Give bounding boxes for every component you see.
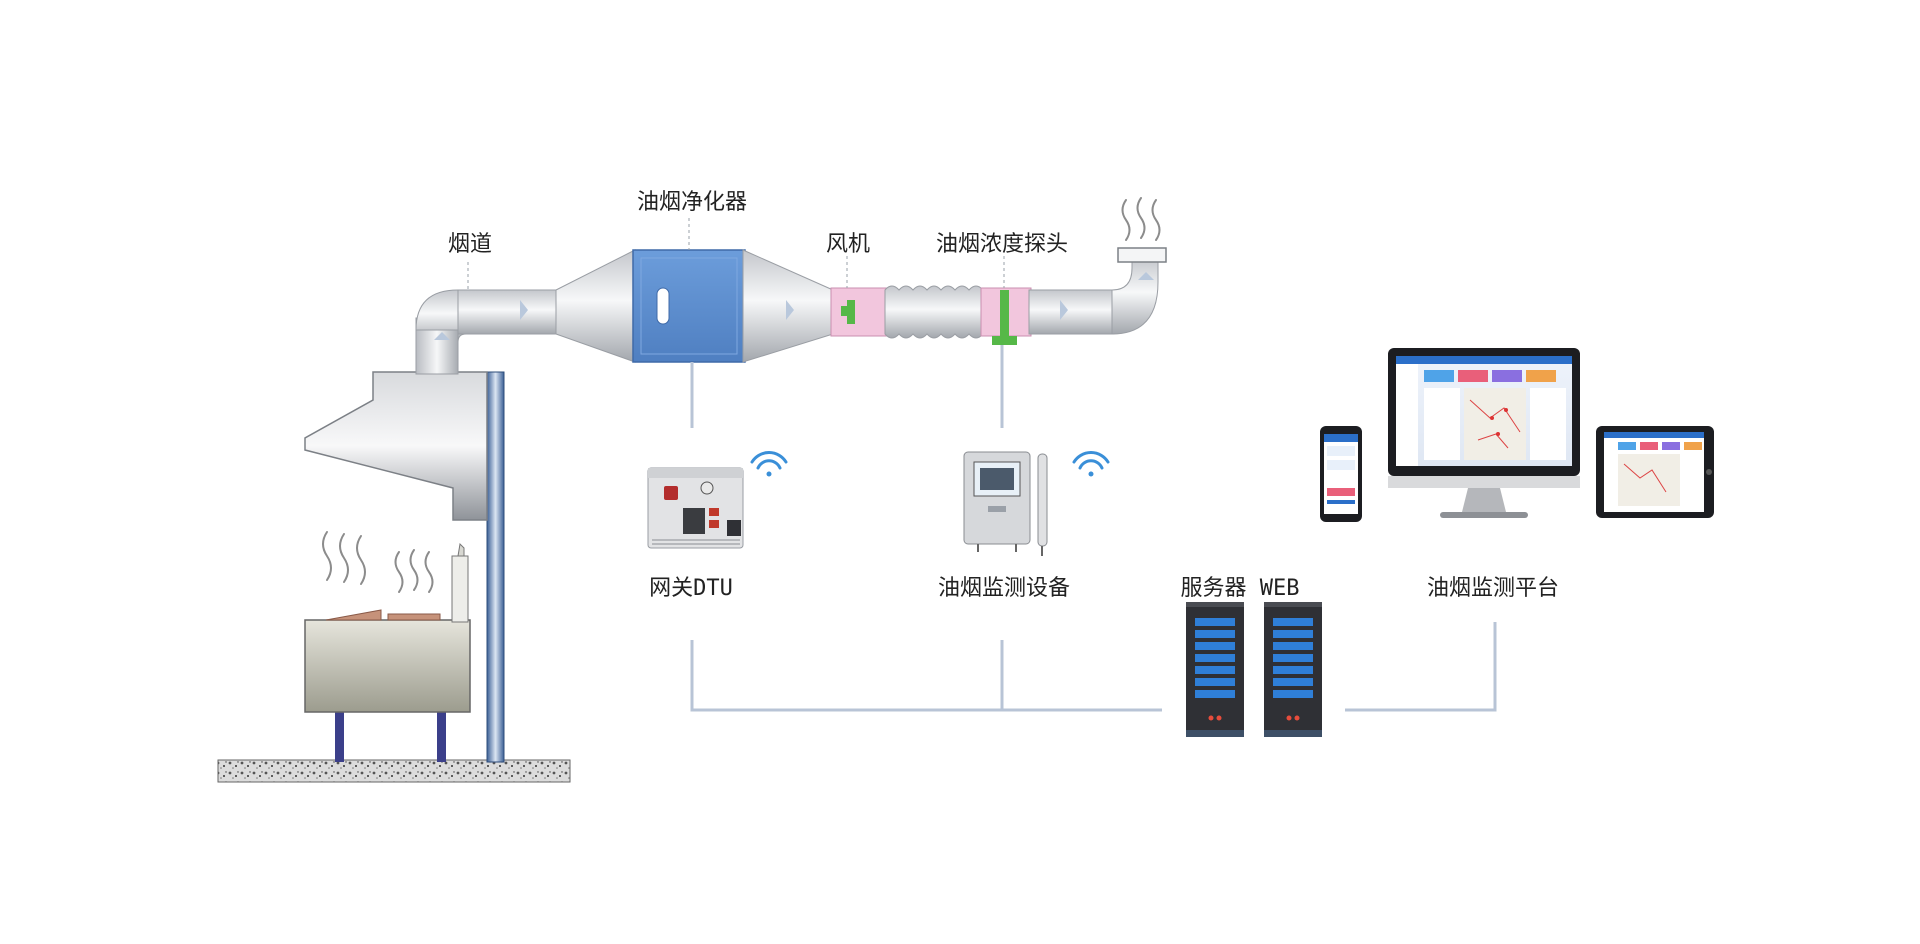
monitor-device-wifi-icon bbox=[1072, 451, 1110, 477]
web-server-tower bbox=[1264, 602, 1322, 737]
gateway-dtu-label: 网关DTU bbox=[649, 576, 733, 601]
ground-slab bbox=[217, 759, 571, 783]
airflow-arrow-icon bbox=[434, 300, 1068, 340]
smartphone bbox=[1320, 426, 1362, 522]
server-web-label: 服务器 WEB bbox=[1180, 576, 1300, 601]
purifier-unit bbox=[632, 249, 746, 363]
fume-monitoring-device bbox=[963, 451, 1048, 556]
stove-steam-icon bbox=[322, 531, 434, 593]
flue-duct bbox=[415, 249, 636, 375]
tablet bbox=[1596, 426, 1714, 518]
hood-support-pole bbox=[486, 371, 505, 763]
gateway-dtu-device bbox=[647, 467, 744, 549]
gateway-wifi-icon bbox=[750, 451, 788, 477]
server-tower bbox=[1186, 602, 1244, 737]
monitoring-device-label: 油烟监测设备 bbox=[937, 576, 1071, 601]
flexible-duct bbox=[884, 285, 984, 339]
fan-section bbox=[830, 287, 888, 337]
desktop-monitor bbox=[1388, 348, 1580, 518]
flue-label: 烟道 bbox=[447, 232, 493, 257]
outlet-duct bbox=[1028, 247, 1167, 335]
label-leader-lines bbox=[467, 218, 1005, 292]
stove bbox=[304, 542, 471, 762]
range-hood bbox=[304, 371, 488, 521]
exhaust-steam-icon bbox=[1121, 197, 1161, 241]
purifier-label: 油烟净化器 bbox=[636, 190, 748, 215]
monitoring-platform-label: 油烟监测平台 bbox=[1426, 576, 1560, 601]
network-connector-lines bbox=[690, 345, 1497, 712]
probe-label: 油烟浓度探头 bbox=[935, 232, 1069, 257]
probe-section bbox=[980, 287, 1032, 345]
fan-label: 风机 bbox=[825, 232, 871, 257]
